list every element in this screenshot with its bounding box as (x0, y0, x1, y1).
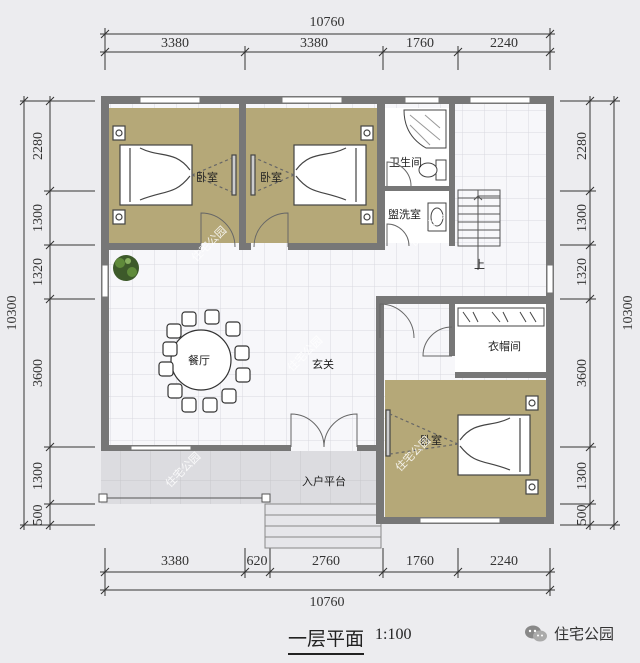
left-total-dim: 10300 (5, 296, 20, 331)
washroom-door (386, 223, 410, 247)
bottom-dim-3: 2760 (312, 554, 340, 569)
right-dimensions (560, 96, 620, 530)
left-dim-3: 1320 (31, 258, 46, 286)
top-dim-3: 1760 (406, 36, 434, 51)
windows (101, 96, 554, 524)
shower-icon (403, 109, 447, 149)
floor-plan: 10760 3380 3380 1760 2240 3380 620 2760 … (5, 15, 636, 610)
bottom-total-dim: 10760 (310, 595, 345, 610)
wechat-icon (525, 625, 547, 641)
bottom-dim-4: 1760 (406, 554, 434, 569)
bedroom-1-label: 卧室 (196, 170, 218, 184)
entrance-door (290, 413, 358, 448)
closet-hangers (457, 307, 545, 327)
left-dim-6: 500 (31, 505, 46, 526)
staircase (457, 189, 501, 270)
plant-icon (113, 255, 139, 281)
top-dim-2: 3380 (300, 36, 328, 51)
bottom-dim-2: 620 (247, 554, 268, 569)
right-dim-5: 1300 (575, 462, 590, 490)
entrance-label: 玄关 (312, 357, 334, 371)
bed-icon (385, 395, 539, 495)
entrance-steps (264, 503, 382, 549)
left-dim-5: 1300 (31, 462, 46, 490)
top-dimensions (100, 28, 555, 70)
closet-label: 衣帽间 (488, 339, 521, 353)
right-total-dim: 10300 (621, 296, 636, 331)
porch-railing (98, 493, 271, 503)
bedroom-2-label: 卧室 (260, 170, 282, 184)
right-dim-6: 500 (575, 505, 590, 526)
bathroom-door (386, 161, 412, 187)
plan-scale: 1:100 (375, 626, 412, 643)
bedroom-2-door (253, 212, 289, 248)
left-dim-1: 2280 (31, 132, 46, 160)
left-dimensions (19, 96, 95, 530)
top-dim-1: 3380 (161, 36, 189, 51)
right-dim-3: 1320 (575, 258, 590, 286)
bed-icon (112, 125, 237, 225)
stairs-up-label: 上 (474, 258, 485, 271)
bottom-dimensions (100, 548, 555, 596)
bed-icon (250, 125, 374, 225)
porch-label: 入户平台 (302, 474, 346, 488)
top-total-dim: 10760 (310, 15, 345, 30)
dining-table (158, 309, 251, 413)
toilet-icon (418, 159, 447, 181)
bathroom-label: 卫生间 (389, 155, 422, 169)
washroom-label: 盥洗室 (388, 207, 421, 221)
bedroom-3-door (379, 303, 415, 339)
right-dim-2: 1300 (575, 204, 590, 232)
left-dim-2: 1300 (31, 204, 46, 232)
closet-door (422, 326, 453, 357)
sink-icon (427, 202, 447, 232)
bottom-dim-1: 3380 (161, 554, 189, 569)
bedroom-1-door (200, 212, 236, 248)
right-dim-1: 2280 (575, 132, 590, 160)
right-dim-4: 3600 (575, 359, 590, 387)
brand: 住宅公园 (524, 623, 614, 644)
top-dim-4: 2240 (490, 36, 518, 51)
porch-floor (101, 451, 381, 504)
brand-label: 住宅公园 (554, 625, 615, 643)
left-dim-4: 3600 (31, 359, 46, 387)
bottom-dim-5: 2240 (490, 554, 518, 569)
dining-label: 餐厅 (188, 353, 210, 367)
bedroom-3-label: 卧室 (420, 433, 442, 447)
plan-title: 一层平面 (288, 624, 365, 655)
